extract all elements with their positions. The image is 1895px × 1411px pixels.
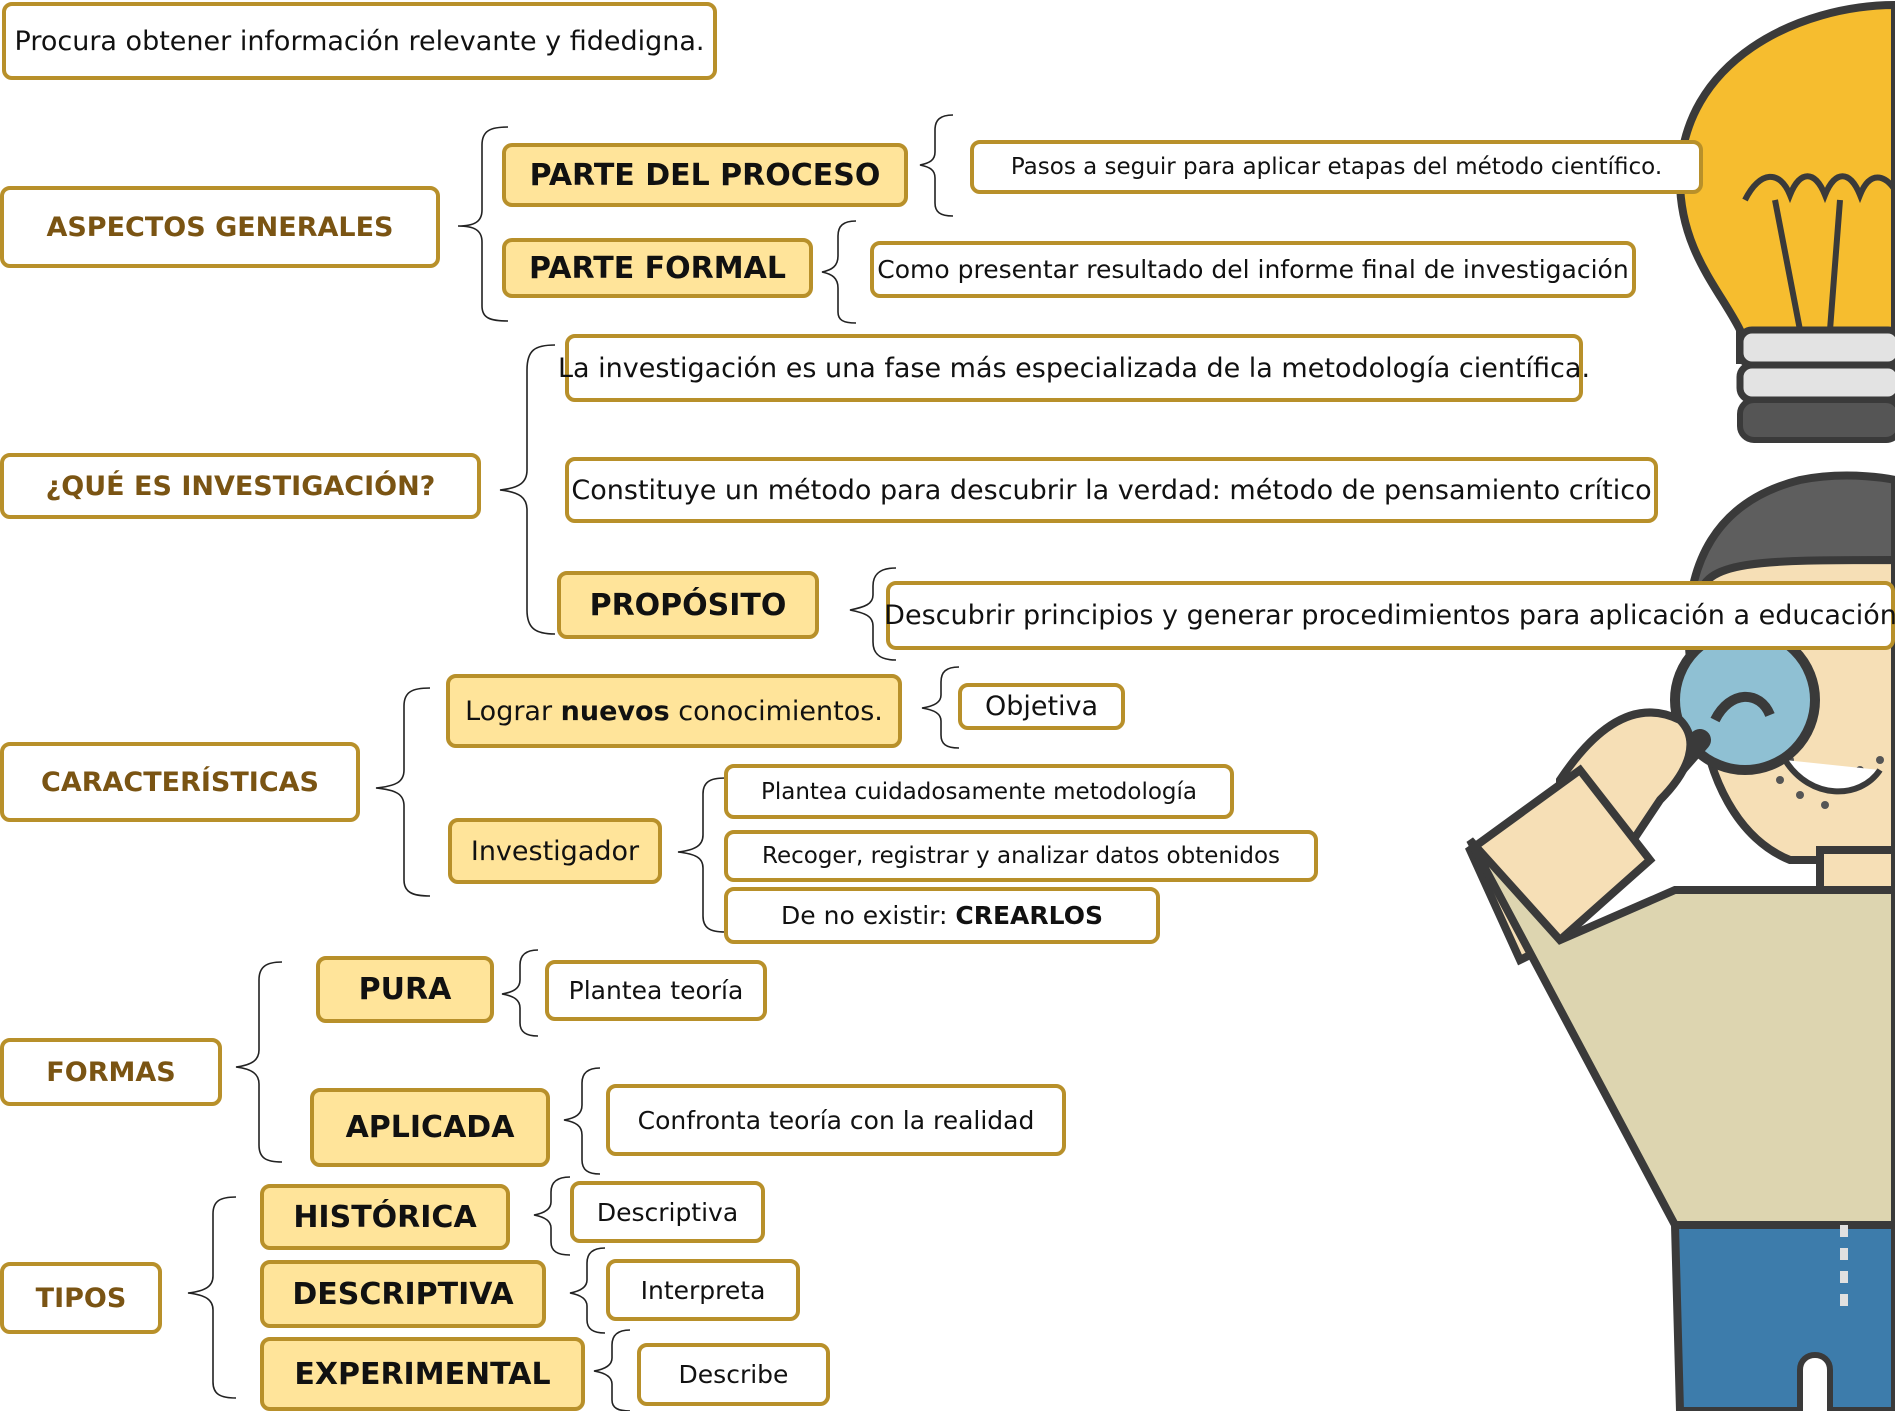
node-investigador: Investigador xyxy=(448,818,662,884)
node-experimental: EXPERIMENTAL xyxy=(260,1337,585,1411)
leaf-objetiva: Objetiva xyxy=(958,683,1125,730)
heading-tipos: TIPOS xyxy=(0,1262,162,1334)
brace-que-es xyxy=(499,344,556,635)
leaf-investigador-3-text: De no existir: CREARLOS xyxy=(781,901,1103,930)
leaf-investigador-1-text: Plantea cuidadosamente metodología xyxy=(760,778,1198,805)
leaf-descriptiva-desc: Interpreta xyxy=(606,1259,800,1321)
leaf-que-es-item-2-text: Constituye un método para descubrir la v… xyxy=(571,474,1652,506)
leaf-que-es-item-2: Constituye un método para descubrir la v… xyxy=(565,457,1658,523)
leaf-que-es-item-1: La investigación es una fase más especia… xyxy=(558,334,1590,402)
heading-que-es-investigacion-label: ¿QUÉ ES INVESTIGACIÓN? xyxy=(45,470,436,502)
brace-proceso xyxy=(919,114,954,217)
investigador-3-prefix: De no existir: xyxy=(781,901,956,930)
heading-aspectos-generales: ASPECTOS GENERALES xyxy=(0,186,440,268)
brace-historica xyxy=(533,1176,571,1256)
light-bulb-icon xyxy=(1675,0,1895,443)
brace-investigador xyxy=(677,777,726,933)
node-parte-formal-label: PARTE FORMAL xyxy=(529,250,786,286)
leaf-formal-desc-text: Como presentar resultado del informe fin… xyxy=(877,255,1629,284)
brace-lograr xyxy=(921,666,960,749)
brace-tipos xyxy=(187,1196,237,1399)
node-parte-del-proceso-label: PARTE DEL PROCESO xyxy=(529,157,881,193)
leaf-formal-desc: Como presentar resultado del informe fin… xyxy=(870,241,1636,298)
lograr-emphasis: nuevos xyxy=(560,695,670,727)
brace-formal xyxy=(821,220,857,324)
heading-caracteristicas-label: CARACTERÍSTICAS xyxy=(41,766,319,798)
node-historica: HISTÓRICA xyxy=(260,1184,510,1250)
node-descriptiva-label: DESCRIPTIVA xyxy=(292,1276,514,1312)
leaf-pura-desc-text: Plantea teoría xyxy=(568,976,744,1005)
leaf-proposito-desc: Descubrir principios y generar procedimi… xyxy=(884,581,1895,650)
node-proposito-label: PROPÓSITO xyxy=(589,587,787,623)
heading-caracteristicas: CARACTERÍSTICAS xyxy=(0,742,360,822)
brace-descriptiva xyxy=(569,1247,606,1334)
node-lograr-conocimientos-text: Lograr nuevos conocimientos. xyxy=(465,696,883,727)
intro-box: Procura obtener información relevante y … xyxy=(2,2,717,80)
leaf-proceso-desc-text: Pasos a seguir para aplicar etapas del m… xyxy=(1010,154,1663,180)
leaf-proposito-desc-text: Descubrir principios y generar procedimi… xyxy=(884,600,1895,631)
node-descriptiva: DESCRIPTIVA xyxy=(260,1260,546,1328)
node-parte-del-proceso: PARTE DEL PROCESO xyxy=(502,143,908,207)
leaf-investigador-2: Recoger, registrar y analizar datos obte… xyxy=(724,830,1318,882)
leaf-descriptiva-desc-text: Interpreta xyxy=(640,1275,766,1305)
brace-aplicada xyxy=(563,1067,601,1175)
leaf-investigador-1: Plantea cuidadosamente metodología xyxy=(724,764,1234,819)
person-with-magnifier-icon xyxy=(1465,471,1895,1411)
brace-pura xyxy=(501,949,539,1037)
leaf-experimental-desc: Describe xyxy=(637,1343,830,1406)
node-lograr-conocimientos: Lograr nuevos conocimientos. xyxy=(446,674,902,748)
lograr-prefix: Lograr xyxy=(465,695,561,727)
brace-aspectos xyxy=(457,126,509,322)
node-investigador-label: Investigador xyxy=(470,835,640,867)
node-proposito: PROPÓSITO xyxy=(557,571,819,639)
heading-que-es-investigacion: ¿QUÉ ES INVESTIGACIÓN? xyxy=(0,453,481,519)
leaf-historica-desc-text: Descriptiva xyxy=(596,1197,739,1227)
heading-formas: FORMAS xyxy=(0,1038,222,1106)
investigador-3-emphasis: CREARLOS xyxy=(955,901,1103,930)
brace-experimental xyxy=(593,1329,631,1411)
leaf-experimental-desc-text: Describe xyxy=(678,1360,789,1389)
intro-text: Procura obtener información relevante y … xyxy=(14,25,705,57)
leaf-aplicada-desc: Confronta teoría con la realidad xyxy=(606,1084,1066,1156)
node-historica-label: HISTÓRICA xyxy=(293,1199,477,1235)
node-aplicada: APLICADA xyxy=(310,1088,550,1167)
node-pura-label: PURA xyxy=(358,972,452,1007)
heading-tipos-label: TIPOS xyxy=(35,1282,127,1314)
brace-formas xyxy=(235,961,283,1163)
leaf-objetiva-text: Objetiva xyxy=(984,691,1099,722)
leaf-investigador-2-text: Recoger, registrar y analizar datos obte… xyxy=(762,843,1280,869)
heading-formas-label: FORMAS xyxy=(46,1056,176,1088)
node-pura: PURA xyxy=(316,956,494,1023)
leaf-aplicada-desc-text: Confronta teoría con la realidad xyxy=(637,1105,1035,1135)
lograr-suffix: conocimientos. xyxy=(669,695,883,727)
leaf-historica-desc: Descriptiva xyxy=(570,1181,765,1243)
leaf-pura-desc: Plantea teoría xyxy=(545,960,767,1021)
node-experimental-label: EXPERIMENTAL xyxy=(294,1356,551,1392)
leaf-que-es-item-1-text: La investigación es una fase más especia… xyxy=(557,352,1591,384)
node-parte-formal: PARTE FORMAL xyxy=(502,238,813,298)
heading-aspectos-generales-label: ASPECTOS GENERALES xyxy=(46,211,394,243)
brace-proposito xyxy=(849,567,897,661)
leaf-investigador-3: De no existir: CREARLOS xyxy=(724,887,1160,944)
node-aplicada-label: APLICADA xyxy=(345,1110,515,1145)
leaf-proceso-desc: Pasos a seguir para aplicar etapas del m… xyxy=(970,140,1703,194)
brace-caracteristicas xyxy=(375,687,431,897)
